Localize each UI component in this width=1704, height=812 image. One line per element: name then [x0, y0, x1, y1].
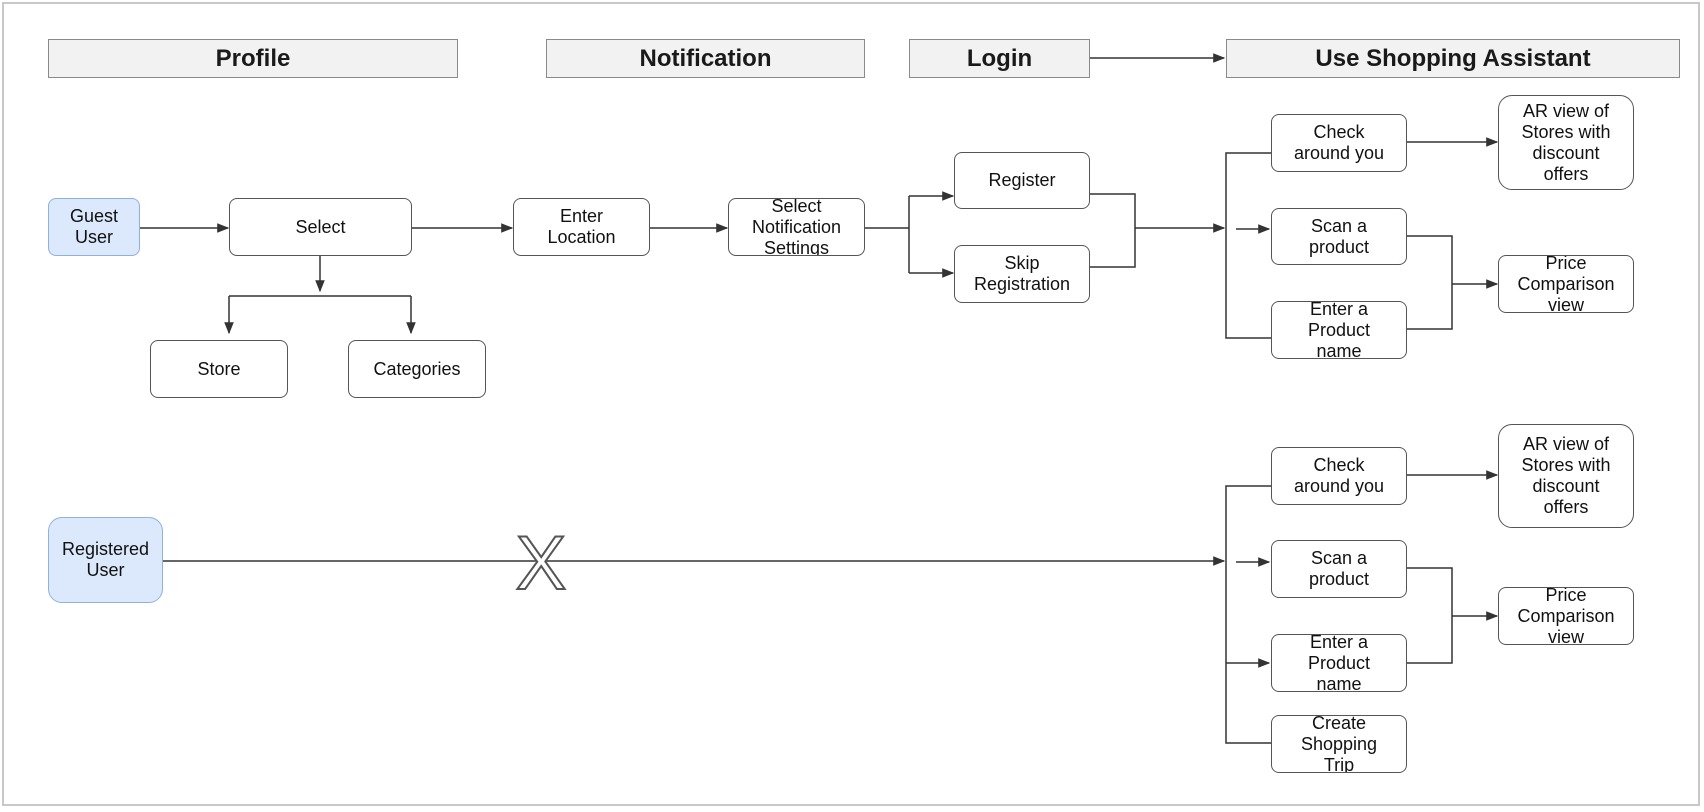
register-merge-line: [1090, 193, 1136, 268]
scan-product-node: Scan a product: [1271, 540, 1407, 598]
registered-user-node: Registered User: [48, 517, 163, 603]
categories-node: Categories: [348, 340, 486, 398]
scan-product-node: Scan a product: [1271, 208, 1407, 265]
skip-step-x-mark: X: [516, 521, 567, 606]
header-notification: Notification: [546, 39, 865, 78]
skip-registration-node: Skip Registration: [954, 245, 1090, 303]
register-node: Register: [954, 152, 1090, 209]
guest-user-node: Guest User: [48, 198, 140, 256]
scan-enter-merge-registered: [1407, 567, 1453, 664]
price-comparison-view-node: Price Comparison view: [1498, 255, 1634, 313]
header-use-shopping-assistant: Use Shopping Assistant: [1226, 39, 1680, 78]
ar-view-node: AR view of Stores with discount offers: [1498, 424, 1634, 528]
create-shopping-trip-node: Create Shopping Trip: [1271, 715, 1407, 773]
scan-enter-merge-guest: [1407, 235, 1453, 330]
ar-view-node: AR view of Stores with discount offers: [1498, 95, 1634, 190]
header-profile: Profile: [48, 39, 458, 78]
check-around-you-node: Check around you: [1271, 114, 1407, 172]
check-around-you-node: Check around you: [1271, 447, 1407, 505]
store-node: Store: [150, 340, 288, 398]
select-notification-settings-node: Select Notification Settings: [728, 198, 865, 256]
registered-assistant-bus: [1225, 485, 1271, 744]
guest-assistant-bus: [1225, 152, 1271, 339]
enter-product-name-node: Enter a Product name: [1271, 301, 1407, 359]
select-node: Select: [229, 198, 412, 256]
price-comparison-view-node: Price Comparison view: [1498, 587, 1634, 645]
enter-product-name-node: Enter a Product name: [1271, 634, 1407, 692]
header-login: Login: [909, 39, 1090, 78]
enter-location-node: Enter Location: [513, 198, 650, 256]
